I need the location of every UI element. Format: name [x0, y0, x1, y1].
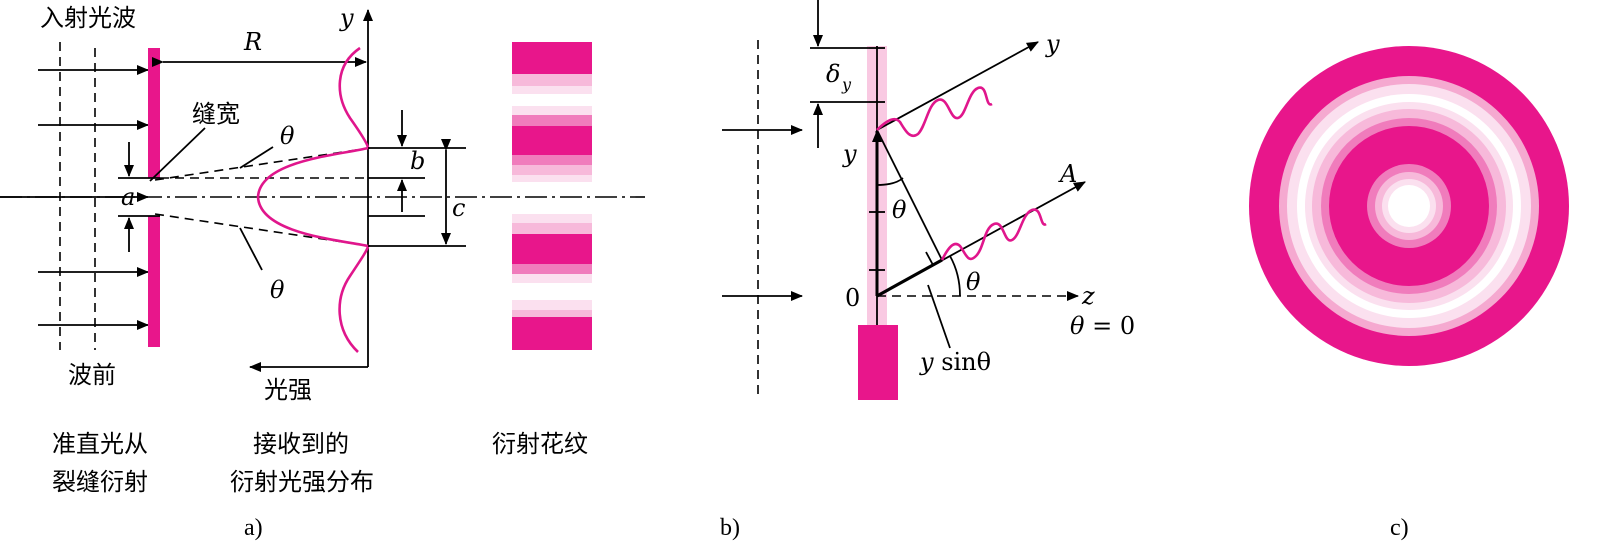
- symbol-y-a: y: [339, 4, 354, 32]
- symbol-b: b: [410, 147, 425, 175]
- caption-pattern: 衍射花纹: [492, 430, 588, 458]
- label-wavefront: 波前: [68, 361, 116, 389]
- wave-on-ray-A: [940, 208, 1047, 261]
- symbol-theta-b1: θ: [892, 196, 907, 224]
- symbol-theta-upper: θ: [280, 122, 295, 150]
- symbol-origin: 0: [845, 284, 860, 312]
- symbol-A: A: [1058, 160, 1077, 188]
- caption-slit-diffraction-2: 裂缝衍射: [52, 468, 148, 496]
- label-intensity: 光强: [264, 376, 312, 404]
- caption-intensity-dist-2: 衍射光强分布: [230, 468, 374, 496]
- y-sin-theta: y sinθ: [919, 348, 991, 376]
- symbol-y-slit: y: [842, 140, 857, 168]
- sublabel-c: c): [1390, 515, 1409, 541]
- intensity-curve: [256, 46, 370, 353]
- sublabel-a: a): [244, 515, 263, 541]
- slit-width-leader: [149, 127, 206, 182]
- symbol-theta-b2: θ: [966, 268, 981, 296]
- sublabel-b: b): [720, 515, 740, 541]
- symbol-y-axis-b: y: [1045, 30, 1060, 58]
- perpendicular-line: [876, 129, 943, 261]
- panel-a: 入射光波 缝宽 波前 光强 R y θ θ a b c 准直光从 裂缝衍射 接收…: [0, 4, 645, 541]
- ring-center: [1388, 185, 1430, 227]
- caption-slit-diffraction-1: 准直光从: [52, 430, 148, 458]
- symbol-theta-lower: θ: [270, 276, 285, 304]
- panel-c: c): [1249, 46, 1569, 541]
- incoming-arrows: [0, 65, 149, 330]
- symbol-a: a: [121, 183, 135, 211]
- symbol-delta: δ: [826, 60, 840, 88]
- right-angle-mark: [919, 251, 935, 273]
- slit-block: [858, 325, 898, 400]
- symbol-z: z: [1081, 282, 1095, 310]
- slit-plate-top: [148, 48, 160, 178]
- symbol-R: R: [243, 28, 262, 56]
- diffraction-pattern-bands: [512, 42, 592, 350]
- label-incident-wave: 入射光波: [40, 4, 136, 32]
- angle-arc-top: [876, 177, 904, 186]
- caption-intensity-dist-1: 接收到的: [253, 430, 349, 458]
- ray-y: [876, 41, 1039, 131]
- symbol-delta-sub: y: [841, 75, 852, 94]
- slit-plate-bottom: [148, 216, 160, 347]
- panel-b: δ y y y θ θ A z 0 θ = 0 y sinθ b): [720, 0, 1135, 541]
- angle-arc-bottom: [949, 255, 961, 297]
- label-slit-width: 缝宽: [192, 100, 240, 128]
- theta-equals-zero: θ = 0: [1070, 312, 1135, 340]
- wave-on-ray-y: [876, 86, 993, 138]
- symbol-c: c: [452, 194, 465, 222]
